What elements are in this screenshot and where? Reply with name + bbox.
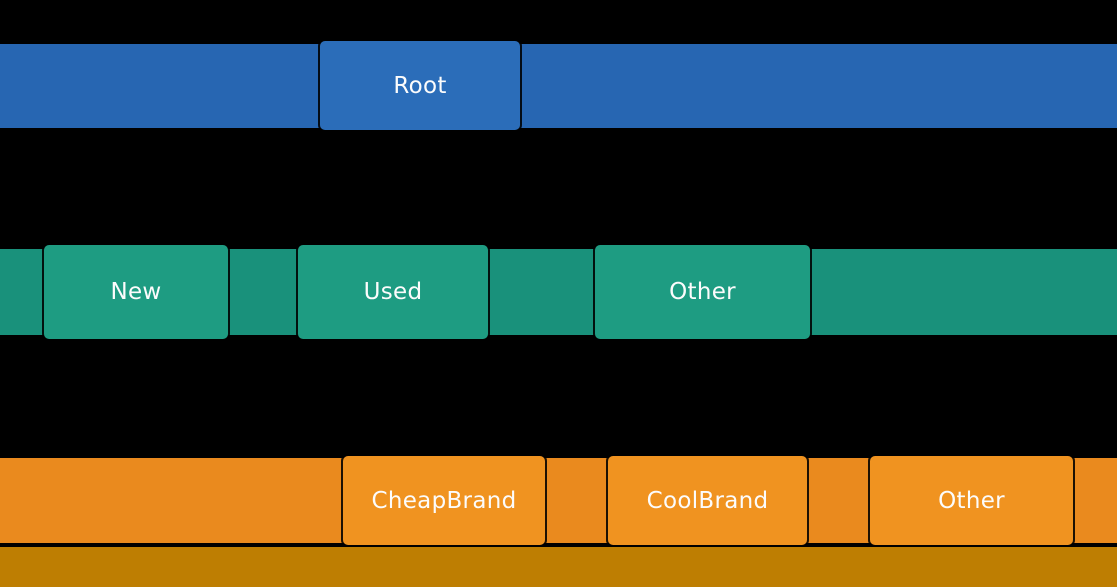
- tree-node-label: Root: [393, 72, 447, 99]
- tree-node-used[interactable]: Used: [298, 245, 488, 339]
- tree-node-label: Other: [669, 279, 736, 305]
- tree-node-label: Other: [938, 487, 1005, 514]
- tree-node-root[interactable]: Root: [320, 41, 520, 130]
- tree-node-coolbrand[interactable]: CoolBrand: [608, 456, 807, 545]
- tree-node-new[interactable]: New: [44, 245, 228, 339]
- tree-node-label: CheapBrand: [371, 487, 517, 514]
- tree-node-other[interactable]: Other: [870, 456, 1073, 545]
- tree-node-cheapbrand[interactable]: CheapBrand: [343, 456, 545, 545]
- tree-node-other[interactable]: Other: [595, 245, 810, 339]
- tree-node-label: CoolBrand: [646, 487, 769, 514]
- level-0-band: [0, 44, 1117, 128]
- level-3-clipped-band: [0, 547, 1117, 587]
- tree-node-label: New: [110, 279, 162, 305]
- tree-node-label: Used: [363, 279, 423, 305]
